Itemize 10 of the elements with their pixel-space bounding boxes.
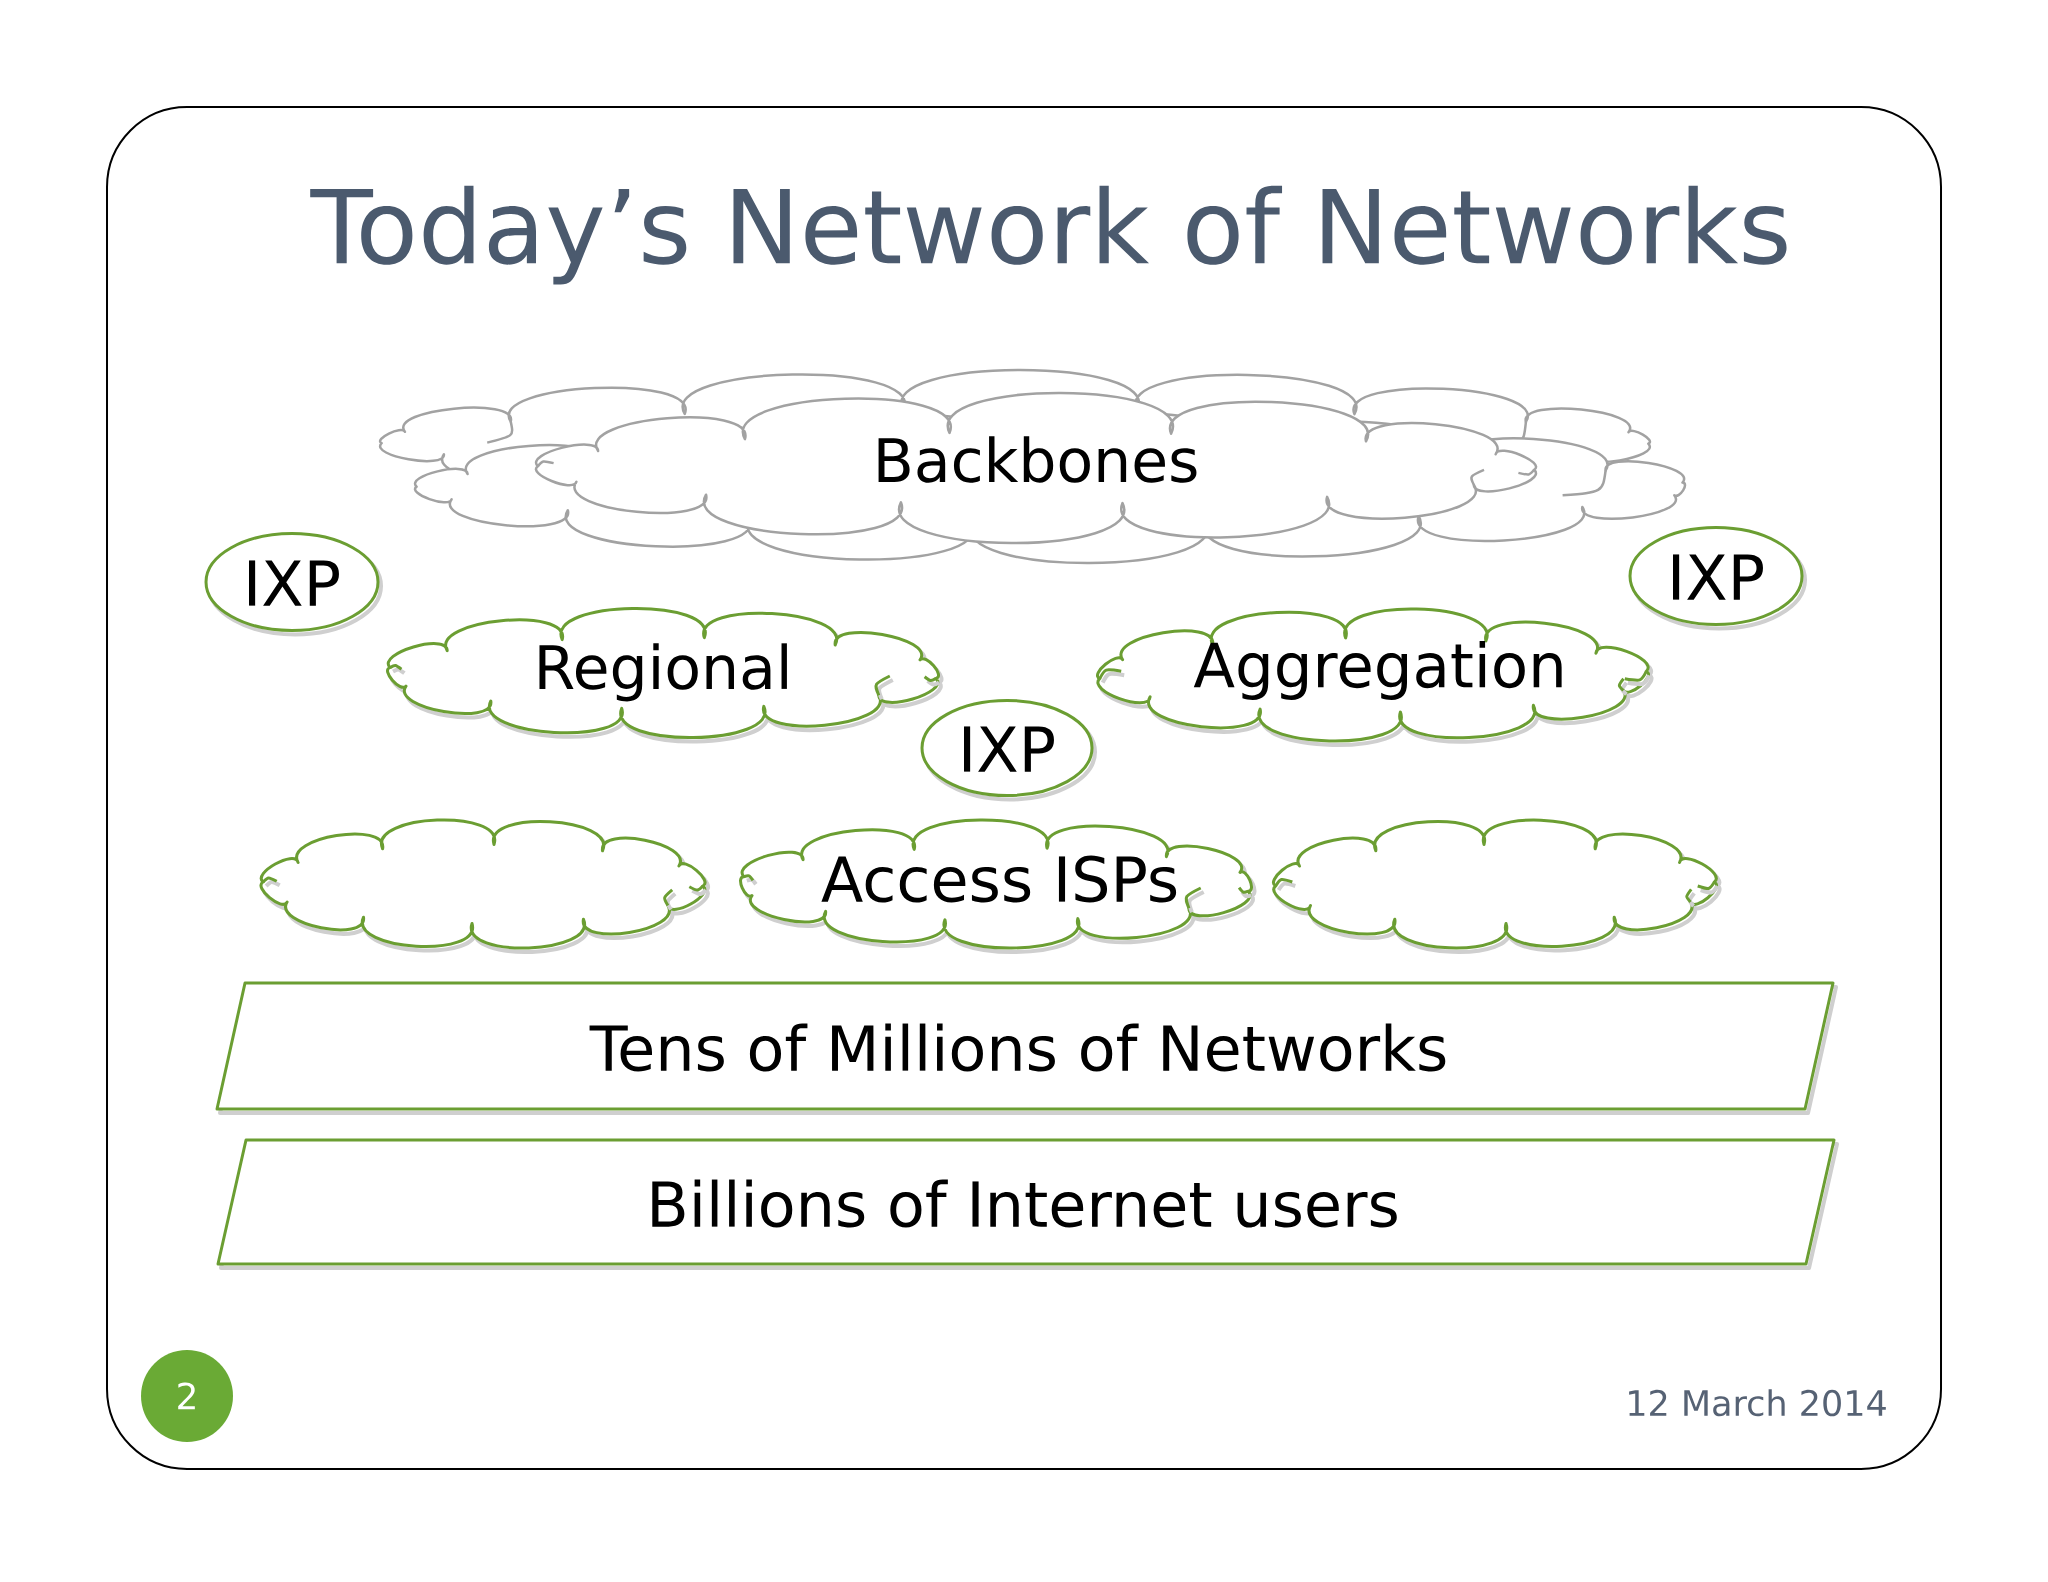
cloud: Regional <box>386 607 944 744</box>
cloud: Aggregation <box>1096 607 1654 747</box>
date: 12 March 2014 <box>1629 1389 1886 1417</box>
cloud <box>259 818 710 954</box>
cloud: Access ISPs <box>739 818 1257 954</box>
cloud <box>1272 818 1722 954</box>
parallelogram-band: Tens of Millions of Networks <box>215 981 1838 1115</box>
title: Today’s Network of Networks <box>310 185 1787 285</box>
page-number-badge: 2 <box>141 1350 233 1442</box>
parallelogram-band: Billions of Internet users <box>216 1138 1839 1270</box>
